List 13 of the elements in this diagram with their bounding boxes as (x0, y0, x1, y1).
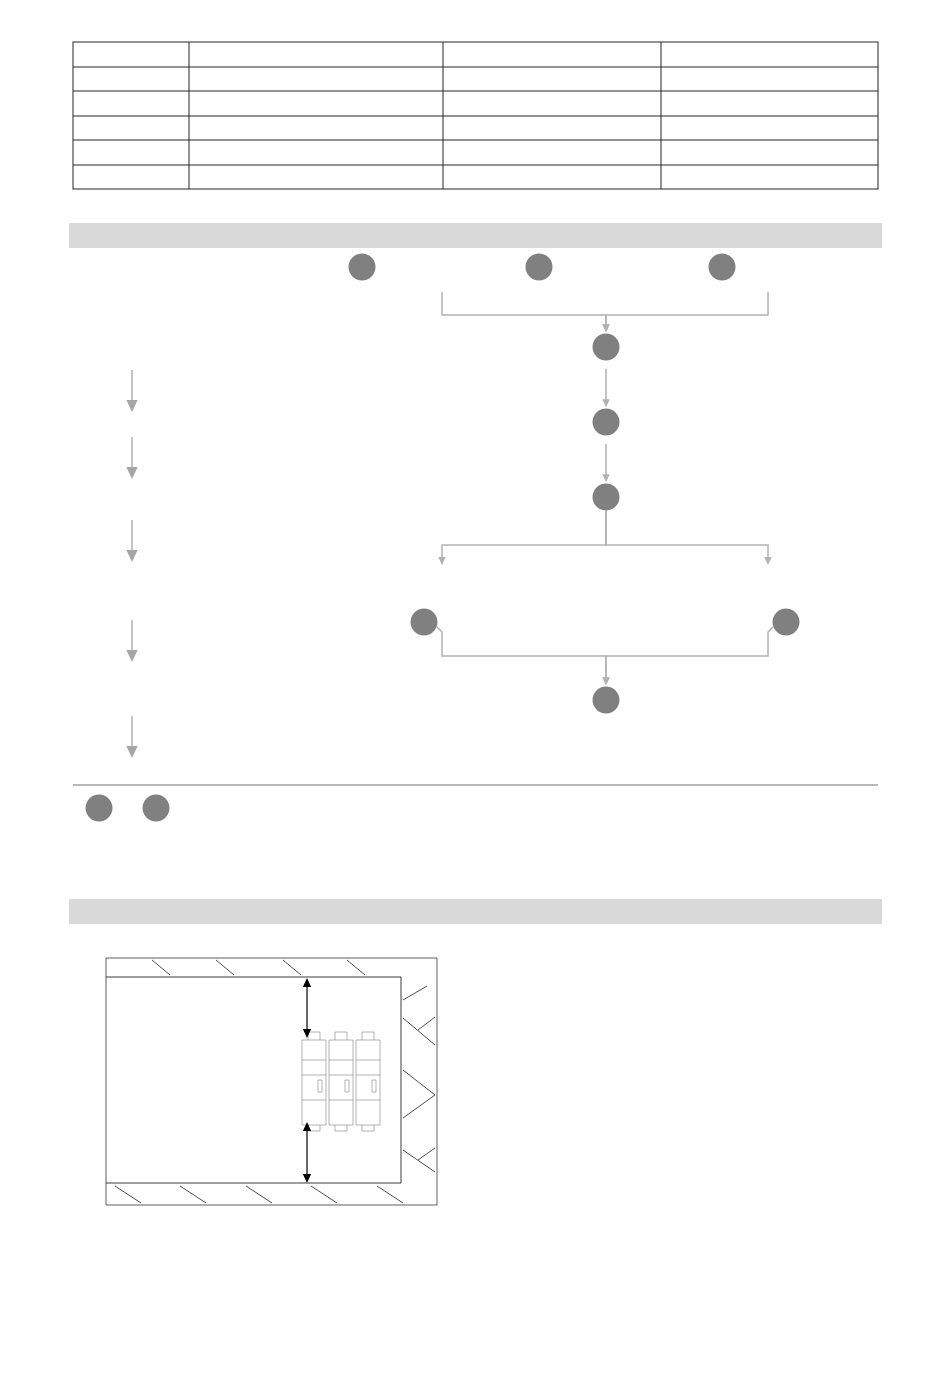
section-bar (69, 899, 882, 924)
circle-marker (85, 794, 113, 822)
circle-marker (772, 608, 800, 636)
circle-marker (592, 333, 620, 361)
circle-marker (142, 794, 170, 822)
circle-marker (525, 253, 553, 281)
circle-marker (592, 483, 620, 511)
circle-marker (592, 686, 620, 714)
circle-marker (410, 608, 438, 636)
section-bar (69, 223, 882, 248)
circle-marker (348, 253, 376, 281)
circle-marker (708, 253, 736, 281)
circle-marker (592, 408, 620, 436)
